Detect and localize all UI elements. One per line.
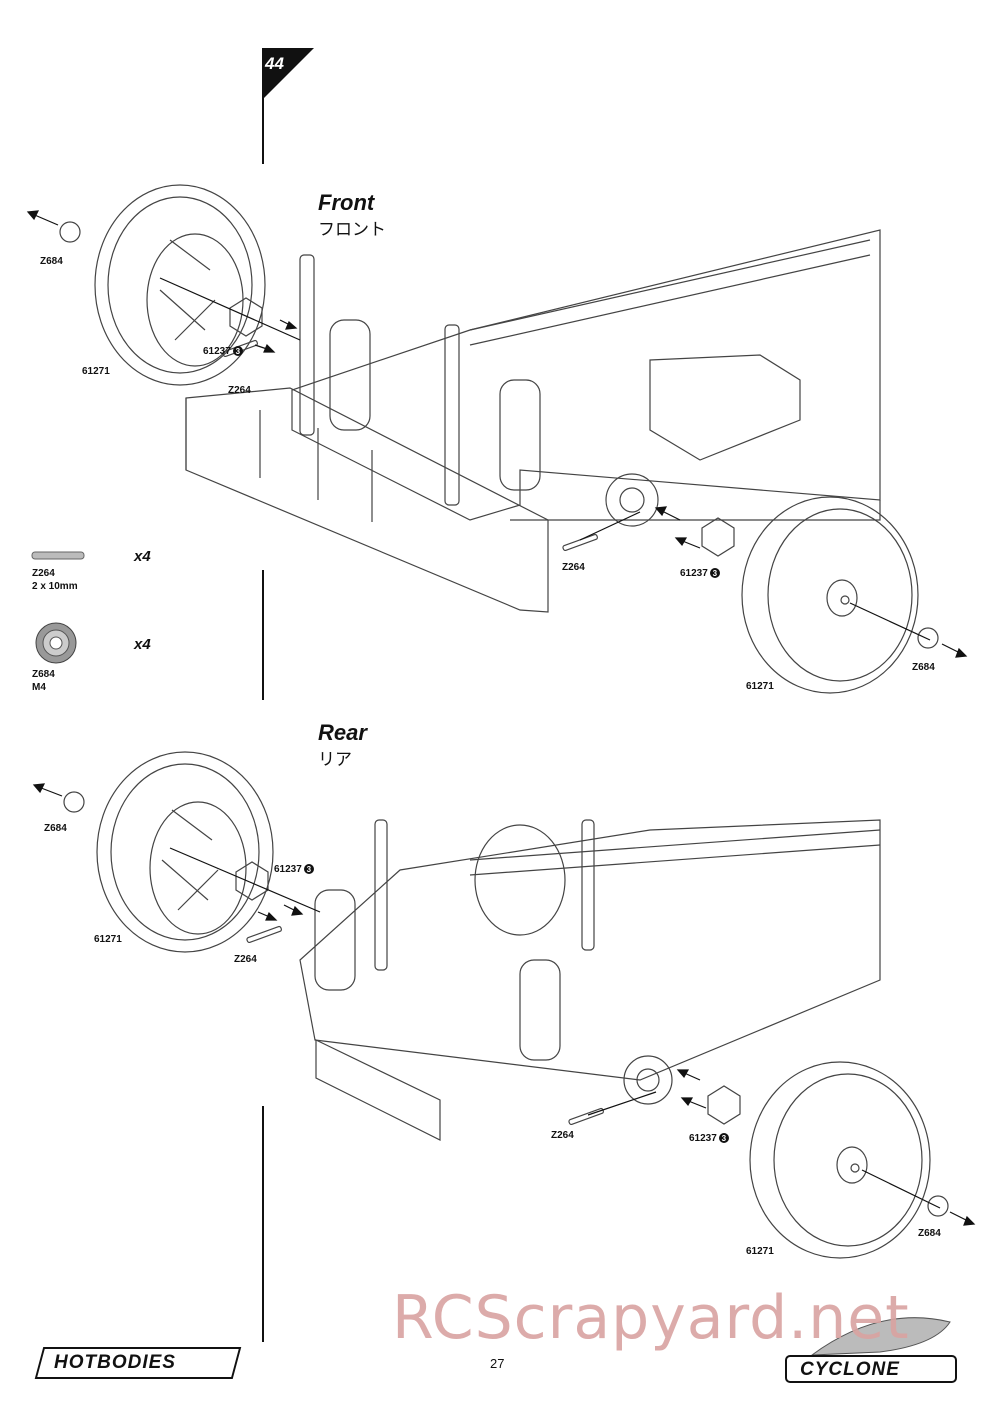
rear-right-pin [568, 1107, 604, 1126]
step-number: 44 [265, 54, 284, 73]
part-size-pin: 2 x 10mm [32, 581, 78, 592]
part-qty-nut: x4 [134, 636, 151, 653]
front-right-wheel [741, 496, 919, 694]
rear-left-hex [235, 861, 269, 901]
rear-left-wheel [96, 751, 274, 953]
label-nut: Z684 [918, 1228, 941, 1239]
divider-middle [262, 570, 264, 700]
rear-motor [474, 824, 566, 936]
rear-shock-left [314, 889, 356, 991]
brand-left: HOTBODIES [54, 1352, 176, 1373]
label-wheel: 61271 [82, 366, 110, 377]
rear-subtitle: リア [318, 750, 352, 770]
rear-left-nut [63, 791, 85, 813]
front-left-wheel [94, 184, 266, 386]
label-pin: Z264 [234, 954, 257, 965]
rear-left-pin [246, 925, 282, 944]
front-battery-box [649, 354, 801, 461]
front-left-nut [59, 221, 81, 243]
front-shock-left [329, 319, 371, 431]
nut-icon [35, 622, 77, 664]
rear-right-nut [927, 1195, 949, 1217]
hotbodies-logo [34, 1347, 242, 1379]
front-bumper [185, 387, 549, 613]
part-size-nut: M4 [32, 682, 46, 693]
label-pin: Z264 [551, 1130, 574, 1141]
rear-right-hex [707, 1085, 741, 1125]
label-nut: Z684 [44, 823, 67, 834]
rear-shock-right [519, 959, 561, 1061]
rear-title: Rear [318, 720, 367, 745]
watermark: RCScrapyard.net [392, 1283, 910, 1353]
part-qty-pin: x4 [134, 548, 151, 565]
front-right-hex [701, 517, 735, 557]
label-wheel: 61271 [746, 1246, 774, 1257]
part-code-pin: Z264 [32, 568, 55, 579]
front-subtitle: フロント [318, 220, 386, 240]
part-code-nut: Z684 [32, 669, 55, 680]
pin-icon [31, 551, 85, 560]
cyclone-logo [785, 1317, 957, 1383]
front-right-pin [562, 533, 598, 552]
divider-bottom [262, 1106, 264, 1342]
front-title: Front [318, 190, 375, 215]
label-pin: Z264 [562, 562, 585, 573]
rear-right-wheel [749, 1061, 931, 1259]
label-nut: Z684 [912, 662, 935, 673]
divider-top [262, 48, 264, 164]
front-shock-right [499, 379, 541, 491]
label-pin: Z264 [228, 385, 251, 396]
label-wheel: 61271 [94, 934, 122, 945]
label-wheel: 61271 [746, 681, 774, 692]
brand-right: CYCLONE [800, 1359, 900, 1380]
front-left-hex [229, 297, 263, 337]
step-badge-shape [262, 48, 314, 100]
rear-bumper [315, 1039, 441, 1141]
page-number: 27 [490, 1356, 505, 1371]
front-right-nut [917, 627, 939, 649]
rear-chassis-plate [299, 819, 881, 1081]
label-nut: Z684 [40, 256, 63, 267]
